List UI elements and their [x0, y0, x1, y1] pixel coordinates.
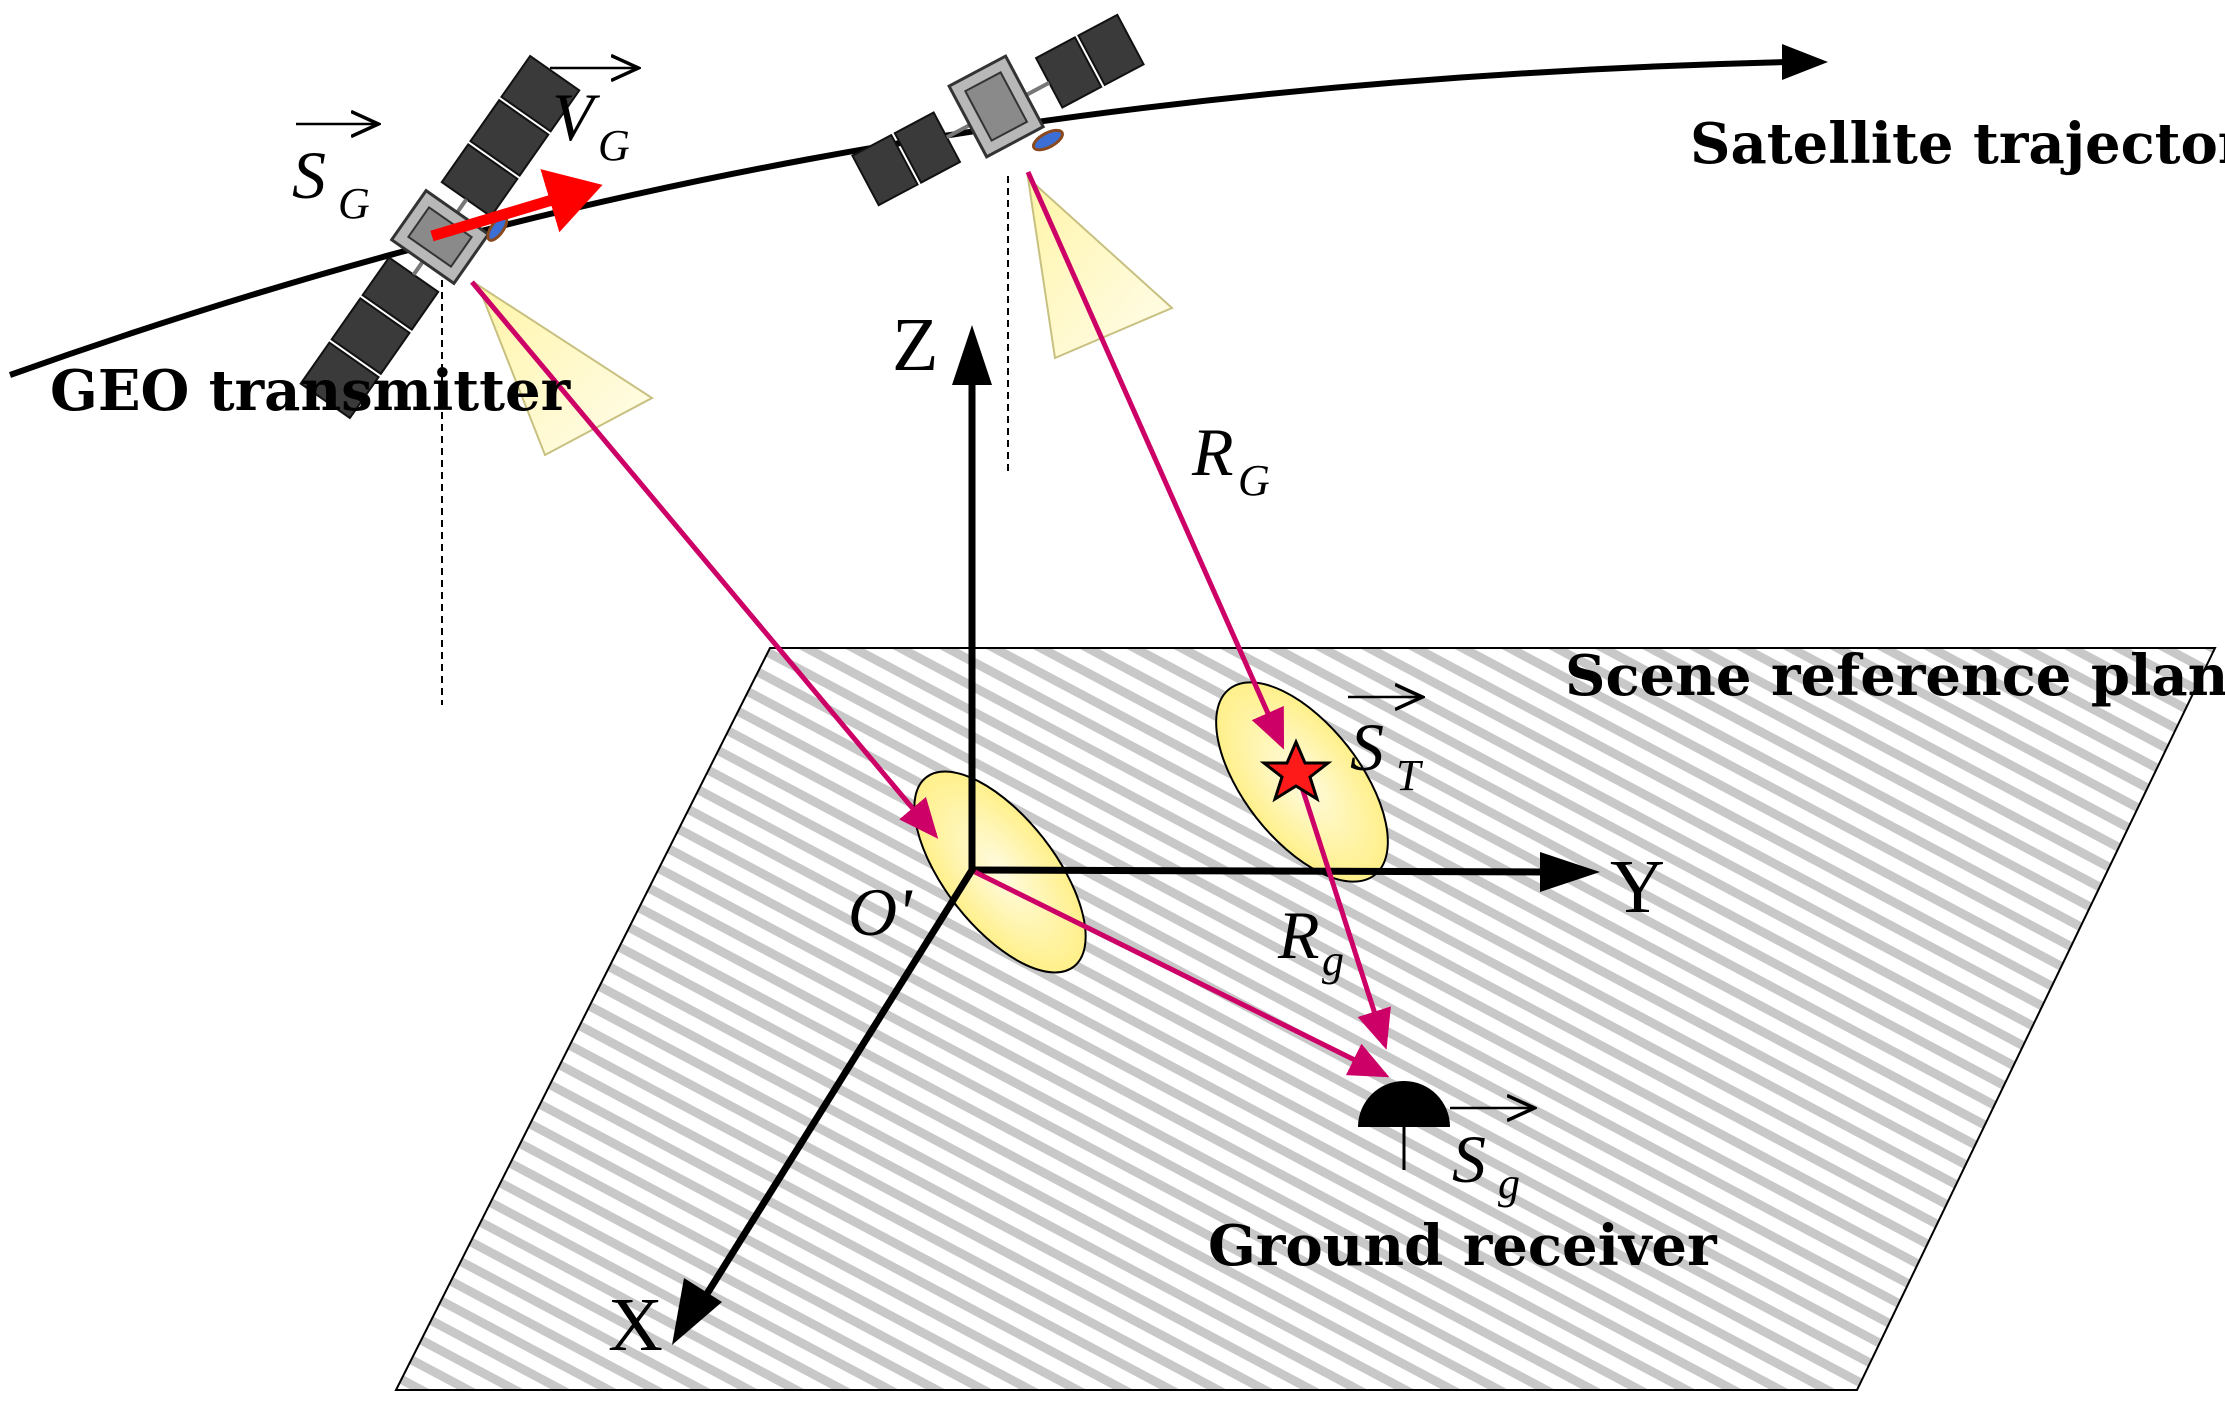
path-transmitter-to-origin	[470, 280, 939, 839]
svg-text:R: R	[1277, 897, 1320, 973]
ground-receiver-label: Ground receiver	[1208, 1213, 1718, 1279]
symbol-r-g: R g	[1277, 897, 1344, 985]
transmitter-beam	[475, 282, 654, 457]
svg-text:R: R	[1191, 414, 1234, 490]
scene-reference-plane	[394, 647, 2217, 1391]
svg-text:S: S	[1452, 1121, 1486, 1197]
z-axis-label: Z	[892, 303, 938, 387]
svg-text:G: G	[1238, 456, 1270, 505]
symbol-s-g: S g	[1450, 1108, 1532, 1208]
svg-text:G: G	[338, 179, 370, 228]
y-axis	[971, 866, 1546, 876]
svg-text:V: V	[552, 79, 601, 155]
second-satellite-icon	[851, 13, 1145, 207]
svg-text:G: G	[598, 121, 630, 170]
svg-text:S: S	[1350, 709, 1384, 785]
x-axis	[697, 868, 975, 1307]
second-satellite-beam	[1026, 175, 1174, 360]
svg-text:g: g	[1322, 936, 1344, 985]
symbol-s-T: S T	[1348, 697, 1424, 800]
symbol-s-G: S G	[292, 124, 376, 228]
signal-paths	[470, 170, 1391, 1078]
path-satellite-to-target	[1025, 170, 1285, 750]
symbol-r-G: R G	[1191, 414, 1270, 505]
velocity-vector	[430, 169, 603, 242]
y-axis-label: Y	[1610, 845, 1665, 929]
svg-text:S: S	[292, 137, 326, 213]
path-origin-to-receiver	[973, 869, 1390, 1078]
satellite-trajectory-label: Satellite trajectory	[1690, 111, 2225, 177]
scene-reference-plane-label: Scene reference plane	[1565, 643, 2225, 709]
x-axis-label: X	[608, 1283, 663, 1367]
coordinate-axes	[672, 325, 1600, 1345]
origin-label: O'	[848, 874, 913, 950]
svg-text:T: T	[1396, 751, 1424, 800]
geo-transmitter-label: GEO transmitter	[50, 358, 572, 424]
svg-text:g: g	[1498, 1159, 1520, 1208]
satellite-trajectory	[8, 44, 1828, 378]
target-star	[1259, 738, 1333, 803]
path-target-to-receiver	[1294, 771, 1391, 1050]
ground-receiver-icon	[1358, 1081, 1450, 1170]
symbol-v-G: V G	[550, 68, 636, 170]
